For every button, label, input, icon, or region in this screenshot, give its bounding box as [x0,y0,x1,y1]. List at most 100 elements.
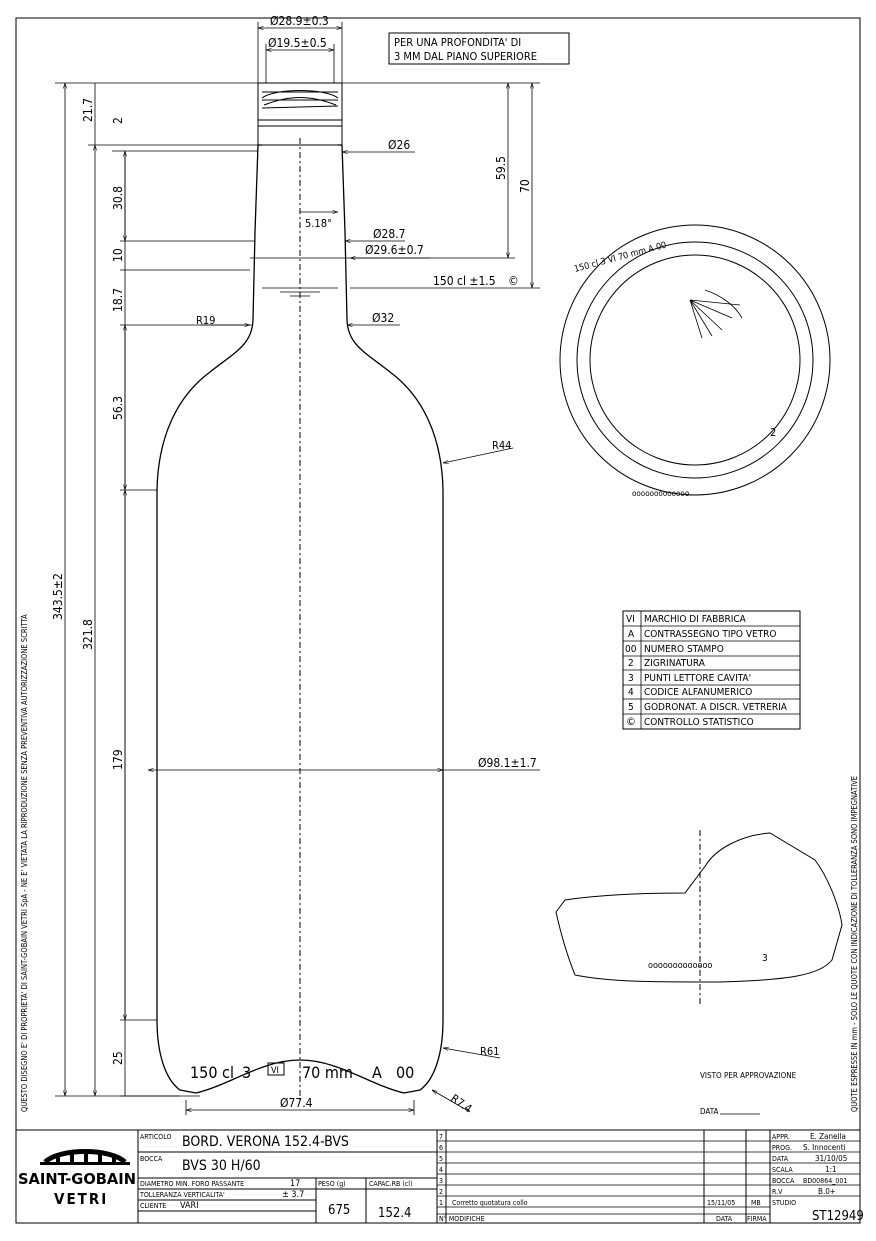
body-diameter: Ø98.1±1.7 [478,756,537,770]
legend-desc-7: CONTROLLO STATISTICO [644,717,754,728]
marking-capacity: 150 cl [190,1063,234,1082]
capacity-mark: 150 cl ±1.5 [433,274,496,288]
legend-desc-0: MARCHIO DI FABBRICA [644,614,747,625]
top-dimensions [148,22,570,1115]
approval-text: VISTO PER APPROVAZIONE [700,1071,797,1080]
mod-number-7: 7 [439,1133,443,1141]
foro-value: 17 [290,1179,300,1189]
mod-number-6: 6 [439,1144,443,1152]
marking-oo: 00 [396,1063,414,1082]
height-total: 343.5±2 [51,573,65,620]
left-side-note: QUESTO DISEGNO E' DI PROPRIETA' DI SAINT… [20,614,29,1112]
legend-key-5: 4 [628,687,634,698]
height-2: 2 [111,117,125,124]
base-diameter: Ø77.4 [280,1096,313,1110]
marking-mm: 70 mm [302,1063,353,1082]
approval-date-label: DATA [700,1107,718,1116]
tolleranza-label: TOLLERANZA VERTICALITA' [139,1191,225,1199]
neck-diameter: Ø26 [388,138,410,152]
height-25: 25 [111,1051,125,1065]
articolo-label: ARTICOLO [140,1133,171,1141]
left-dimensions [55,82,258,1097]
scala-label: SCALA [772,1166,793,1174]
appr-value: E. Zanella [810,1132,846,1141]
legend-key-3: 2 [628,658,634,669]
legend-desc-6: GODRONAT. A DISCR. VETRERIA [644,702,788,713]
peso-value: 675 [328,1203,350,1218]
nmod-label: N° MODIFICHE [439,1215,485,1223]
firma-label: FIRMA [747,1215,767,1223]
section-dots: ooooooooooooo [648,961,712,971]
height-body-total: 321.8 [81,619,95,650]
legend-desc-5: CODICE ALFANUMERICO [644,687,752,698]
peso-label: PESO (g) [318,1180,346,1188]
drawing-frame [15,17,861,1131]
legend-table: VI MARCHIO DI FABBRICA A CONTRASSEGNO TI… [622,610,801,730]
prog-value: S. Innocenti [803,1143,846,1152]
capac-label: CAPAC.RB (cl) [369,1180,412,1188]
legend-key-4: 3 [628,673,634,684]
bottom-view: 150 cl 3 VI 70 mm A 00 2 ooooooooooooo [559,224,831,498]
depth-note-line2: 3 MM DAL PIANO SUPERIORE [394,50,537,63]
scala-value: 1:1 [825,1165,837,1174]
studio-value: ST12949 [812,1209,864,1224]
capac-value: 152.4 [378,1206,411,1221]
bottle-outline [156,82,444,1100]
appr-label: APPR. [772,1133,790,1141]
legend-desc-4: PUNTI LETTORE CAVITA' [644,673,751,684]
legend-desc-2: NUMERO STAMPO [644,644,724,655]
mod-number-5: 5 [439,1155,443,1163]
radius-body: R44 [492,439,511,452]
capacity-mark-c: © [508,274,519,288]
legend-key-0: VI [626,614,635,625]
radius-bottom: R7.4 [448,1092,474,1116]
prog-label: PROG. [772,1144,792,1152]
mod-number-1: 1 [439,1199,443,1207]
height-18-7: 18.7 [111,288,125,312]
brand-bottom: VETRI [54,1190,108,1208]
legend-key-2: 00 [625,644,637,655]
depth-note-line1: PER UNA PROFONDITA' DI [394,36,521,49]
base-marking: 150 cl 3 VI 70 mm A 00 [190,1062,414,1082]
height-70: 70 [518,179,532,193]
radius-heel: R61 [480,1045,499,1058]
height-56-3: 56.3 [111,396,125,420]
data-row-value: 31/10/05 [815,1154,847,1163]
mod-number-2: 2 [439,1188,443,1196]
top-outer-diameter: Ø28.9±0.3 [270,14,329,28]
brand-top: SAINT-GOBAIN [18,1170,136,1188]
height-179: 179 [111,749,125,770]
ring-diameter-tol: Ø29.6±0.7 [365,243,424,257]
height-59-5: 59.5 [494,156,508,180]
marking-vetri: VI [271,1066,279,1076]
legend-desc-3: ZIGRINATURA [644,658,706,669]
cliente-label: CLIENTE [140,1202,166,1210]
right-dimensions [342,82,540,289]
rv-label: R.V [772,1188,783,1196]
saint-gobain-logo [40,1149,130,1165]
bocca-label: BOCCA [140,1155,163,1163]
shoulder-diameter: Ø32 [372,311,394,325]
title-block: SAINT-GOBAIN VETRI ARTICOLO BORD. VERONA… [15,1129,864,1224]
data-row-label: DATA [772,1155,789,1163]
bocca-value: BVS 30 H/60 [182,1158,261,1174]
bocca-code-label: BOCCA [772,1177,795,1185]
tolleranza-value: ± 3.7 [282,1190,304,1200]
right-side-note: QUOTE ESPRESSE IN mm - SOLO LE QUOTE CON… [850,776,859,1112]
data-label: DATA [716,1215,733,1223]
foro-label: DIAMETRO MIN. FORO PASSANTE [140,1180,244,1188]
studio-label: STUDIO [772,1199,796,1207]
mod-number-3: 3 [439,1177,443,1185]
mod-number-4: 4 [439,1166,443,1174]
rv-value: B.0+ [818,1187,836,1196]
bottom-label-2: 2 [770,426,776,439]
height-10: 10 [111,248,125,262]
height-21-7: 21.7 [81,98,95,122]
section-profile: ooooooooooooo 3 [555,830,843,1005]
section-label-3: 3 [762,953,768,964]
height-30-8: 30.8 [111,186,125,210]
legend-desc-1: CONTRASSEGNO TIPO VETRO [644,629,777,640]
marking-a: A [372,1063,382,1082]
articolo-value: BORD. VERONA 152.4-BVS [182,1134,349,1150]
